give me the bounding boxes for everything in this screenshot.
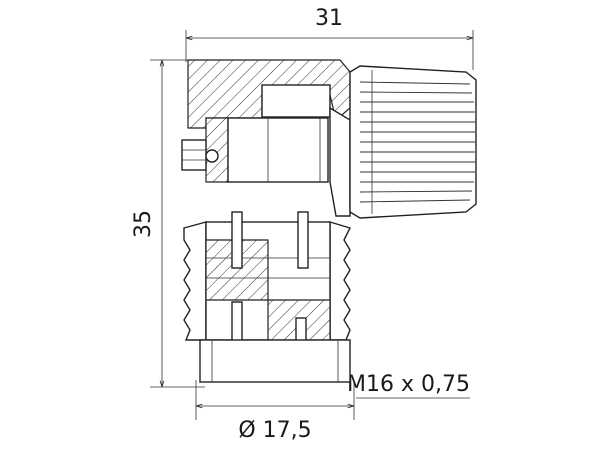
- grip-ribs: [359, 81, 475, 203]
- coupling-section: [183, 211, 351, 383]
- height-label: 35: [131, 210, 156, 238]
- dimension-diameter: Ø 17,5: [195, 380, 355, 443]
- thread-label: M16 x 0,75: [347, 372, 470, 397]
- diameter-label: Ø 17,5: [238, 418, 311, 443]
- grip-nut: [349, 65, 477, 219]
- width-label: 31: [315, 6, 343, 31]
- dimension-height-35: 35: [131, 59, 205, 388]
- dimension-thread: M16 x 0,75: [347, 372, 470, 399]
- dimension-width-31: 31: [185, 6, 474, 70]
- housing-section: [181, 59, 351, 217]
